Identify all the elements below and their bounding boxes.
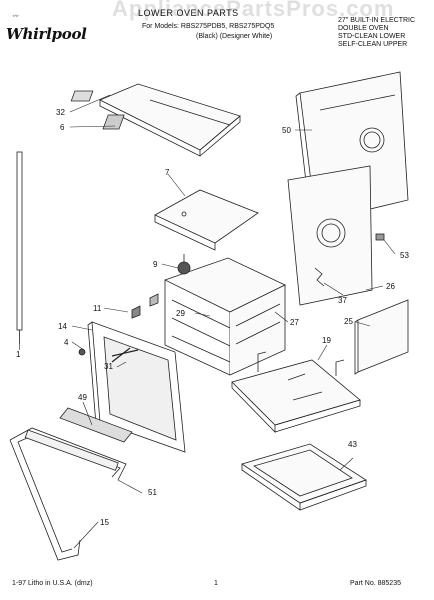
callout-label: 27	[290, 318, 299, 327]
oven-shield	[154, 189, 259, 251]
callout-label: 11	[93, 304, 102, 313]
top-panel	[70, 83, 241, 157]
side-panel	[354, 299, 409, 375]
litho-note: 1-97 Litho in U.S.A. (dmz)	[12, 580, 93, 587]
callout-label: 26	[386, 282, 395, 291]
callout-label: 53	[400, 251, 409, 260]
callout-label: 7	[165, 168, 170, 177]
callout-label: 49	[78, 393, 87, 402]
callout-label: 32	[56, 108, 65, 117]
callout-label: 4	[64, 338, 69, 347]
callout-label: 15	[100, 518, 109, 527]
callout-label: 50	[282, 126, 291, 135]
callout-label: 14	[58, 322, 67, 331]
callout-label: 9	[153, 260, 158, 269]
callout-label: 25	[344, 317, 353, 326]
callout-label: 51	[148, 488, 157, 497]
callout-label: 6	[60, 123, 65, 132]
leader-lines	[19, 94, 396, 549]
support-rod	[16, 151, 23, 344]
description-block: 27" BUILT-IN ELECTRIC DOUBLE OVEN STD-CL…	[338, 17, 415, 49]
callout-label: 31	[104, 362, 113, 371]
callout-label: 1	[16, 350, 21, 359]
watermark: AppliancePartsPros.com	[112, 0, 395, 21]
oven-bottom	[231, 351, 361, 433]
callout-label: 43	[348, 440, 357, 449]
back-wall	[287, 165, 385, 306]
description-line: SELF-CLEAN UPPER	[338, 41, 408, 48]
callout-label: 19	[322, 336, 331, 345]
part-number: Part No. 885235	[350, 580, 401, 587]
colors-label: (Black) (Designer White)	[196, 33, 273, 40]
models-label: For Models: RBS275PDB5, RBS275PDQ5	[142, 23, 275, 30]
whirlpool-logo: 〰 Whirlpool	[6, 11, 87, 47]
description-line: DOUBLE OVEN	[338, 25, 389, 32]
drawer-pan	[241, 443, 367, 511]
door-trim	[59, 407, 133, 443]
oven-liner	[131, 254, 286, 376]
page-number: 1	[214, 580, 218, 587]
callout-label: 37	[338, 296, 347, 305]
door-frame	[78, 321, 186, 453]
brand-name: Whirlpool	[6, 25, 87, 43]
page-title: LOWER OVEN PARTS	[138, 8, 239, 18]
description-line: 27" BUILT-IN ELECTRIC	[338, 17, 416, 24]
description-line: STD-CLEAN LOWER	[338, 33, 406, 40]
door-gasket	[9, 427, 127, 561]
callout-label: 29	[176, 309, 185, 318]
logo-swoosh-icon: 〰	[12, 14, 19, 20]
